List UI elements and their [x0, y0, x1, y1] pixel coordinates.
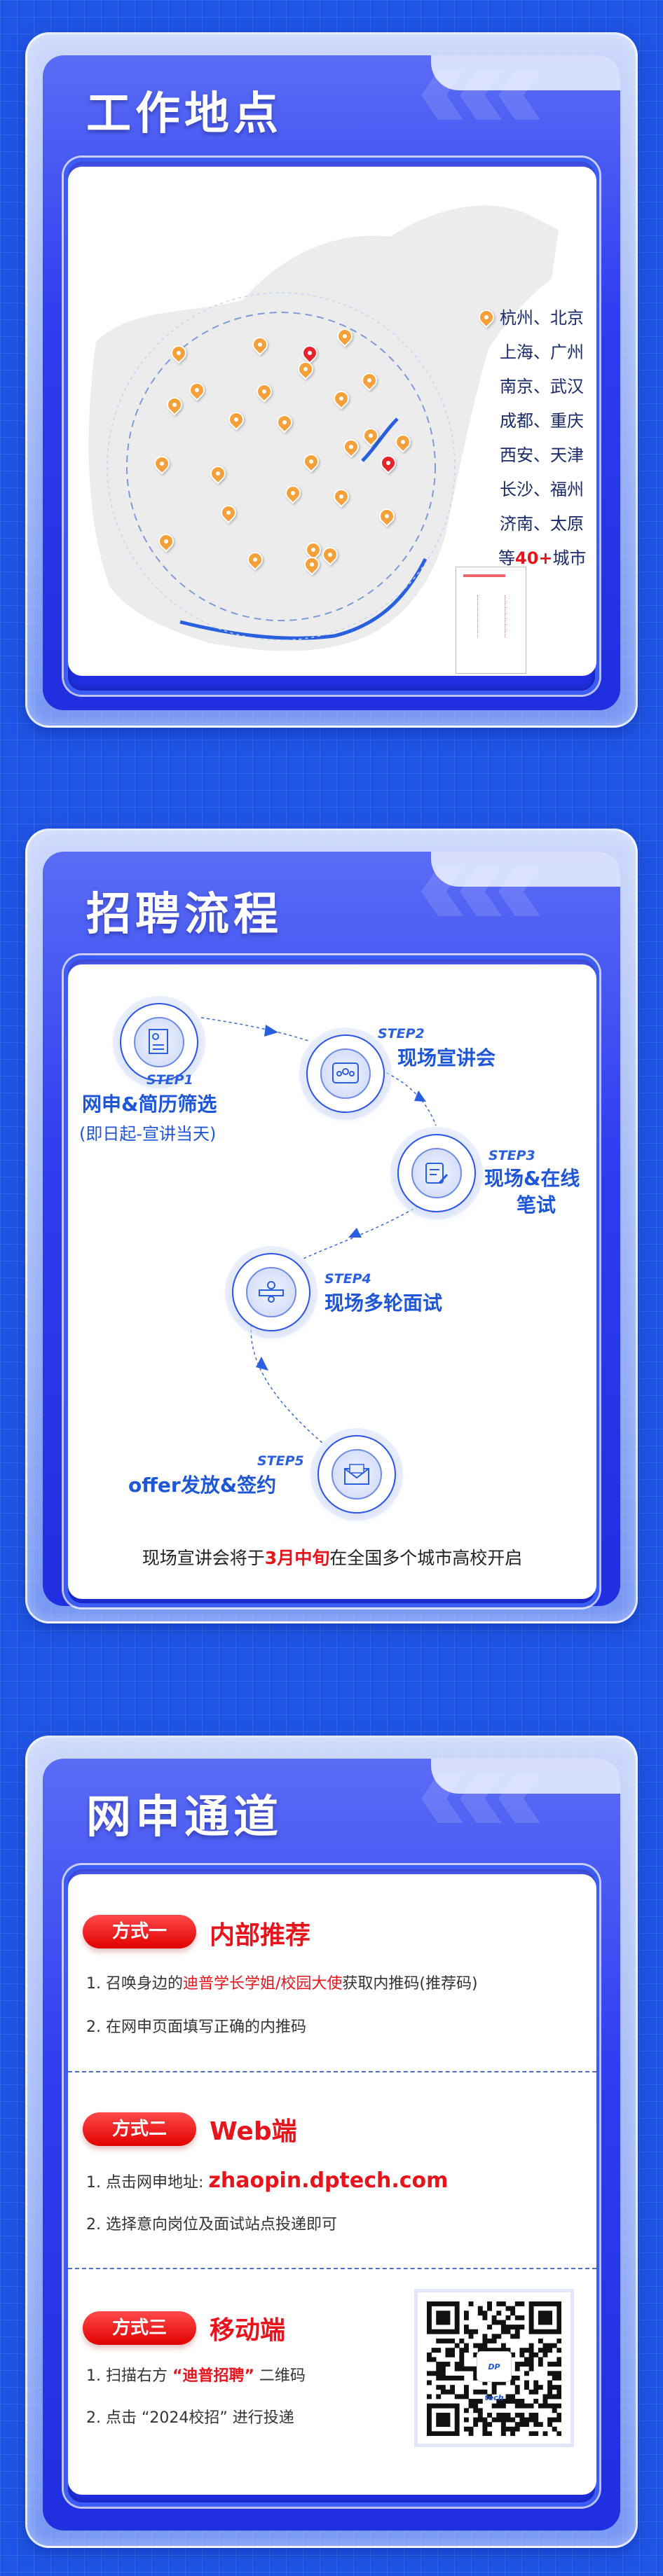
application-url-link[interactable]: zhaopin.dptech.com: [208, 2168, 449, 2193]
step1-label: STEP1: [146, 1072, 193, 1088]
method3-line1: 1. 扫描右方 “迪普招聘” 二维码: [86, 2367, 306, 2385]
step1-subtitle: (即日起-宣讲当天): [79, 1124, 217, 1144]
audience-icon: [320, 1048, 371, 1099]
city-row: 成都、重庆: [500, 411, 584, 431]
method1-line2: 2. 在网申页面填写正确的内推码: [86, 2018, 306, 2036]
section-title: 招聘流程: [86, 889, 282, 941]
more-cities: 等40+城市: [498, 548, 587, 568]
apply-panel: 方式一 内部推荐 1. 召唤身边的迪普学长学姐/校园大使获取内推码(推荐码) 2…: [68, 1874, 596, 2495]
city-row: 西安、天津: [500, 445, 584, 465]
envelope-icon: [332, 1449, 382, 1500]
city-row: 杭州、北京: [500, 308, 584, 328]
method2-line1: 1. 点击网申地址: zhaopin.dptech.com: [86, 2168, 449, 2193]
method2-line2: 2. 选择意向岗位及面试站点投递即可: [86, 2216, 337, 2234]
step1-title: 网申&简历筛选: [82, 1093, 217, 1116]
method3-heading: 移动端: [210, 2316, 286, 2345]
step5-title: offer发放&签约: [128, 1474, 277, 1497]
step4-icon: [232, 1253, 310, 1331]
method2-heading: Web端: [210, 2117, 297, 2146]
step5-icon: [317, 1435, 396, 1514]
panel-frame: [64, 955, 599, 1607]
section-title: 网申通道: [86, 1792, 282, 1843]
city-row: 济南、太原: [500, 514, 584, 534]
process-path: [200, 1017, 437, 1444]
process-note: 现场宣讲会将于3月中旬在全国多个城市高校开启: [142, 1548, 523, 1568]
south-china-sea-inset-map: [456, 567, 526, 674]
dptech-logo: DP tech: [477, 2351, 512, 2402]
step5-label: STEP5: [257, 1453, 304, 1469]
method2-badge: 方式二: [83, 2112, 196, 2146]
exam-icon: [411, 1148, 462, 1198]
china-map: [88, 205, 559, 651]
city-row: 上海、广州: [500, 342, 584, 362]
method3-badge: 方式三: [83, 2311, 196, 2345]
step2-title: 现场宣讲会: [397, 1046, 496, 1069]
qr-code[interactable]: DP tech: [414, 2289, 574, 2447]
map-panel: 杭州、北京 上海、广州 南京、武汉 成都、重庆 西安、天津 长沙、福州 济南、太…: [68, 167, 596, 676]
city-list: 杭州、北京 上海、广州 南京、武汉 成都、重庆 西安、天津 长沙、福州 济南、太…: [475, 301, 587, 576]
step2-label: STEP2: [378, 1026, 425, 1041]
divider: [68, 2268, 596, 2269]
city-row: 南京、武汉: [500, 377, 584, 396]
divider: [68, 2071, 596, 2072]
step3-title: 现场&在线: [484, 1167, 580, 1190]
work-location-card: 工作地点 杭州、北京 上海、广州 南京、武汉 成都、重庆 西安、天津 长沙、福州…: [25, 32, 638, 728]
panel-frame: [64, 1865, 599, 2507]
step3-label: STEP3: [488, 1148, 535, 1163]
recruitment-process-card: 招聘流程 STEP1 网申&简历筛选 (即日起-宣讲当天) STEP2 现场宣讲…: [25, 829, 638, 1623]
panel-frame: [64, 158, 599, 695]
step3-title-line2: 笔试: [517, 1193, 556, 1217]
method1-line1: 1. 召唤身边的迪普学长学姐/校园大使获取内推码(推荐码): [86, 1975, 478, 1993]
method1-heading: 内部推荐: [210, 1921, 311, 1950]
online-application-card: 网申通道 方式一 内部推荐 1. 召唤身边的迪普学长学姐/校园大使获取内推码(推…: [25, 1736, 638, 2548]
step4-label: STEP4: [324, 1271, 371, 1287]
section-title: 工作地点: [86, 88, 282, 140]
method3-line2: 2. 点击 “2024校招” 进行投递: [86, 2409, 294, 2427]
resume-icon: [134, 1017, 184, 1067]
step1-icon: [120, 1003, 198, 1081]
interview-icon: [246, 1267, 296, 1317]
method1-badge: 方式一: [83, 1915, 196, 1948]
step2-icon: [306, 1034, 385, 1113]
city-row: 长沙、福州: [500, 480, 584, 499]
process-panel: STEP1 网申&简历筛选 (即日起-宣讲当天) STEP2 现场宣讲会 STE…: [68, 964, 596, 1599]
step4-title: 现场多轮面试: [324, 1292, 443, 1315]
step3-icon: [397, 1134, 476, 1212]
